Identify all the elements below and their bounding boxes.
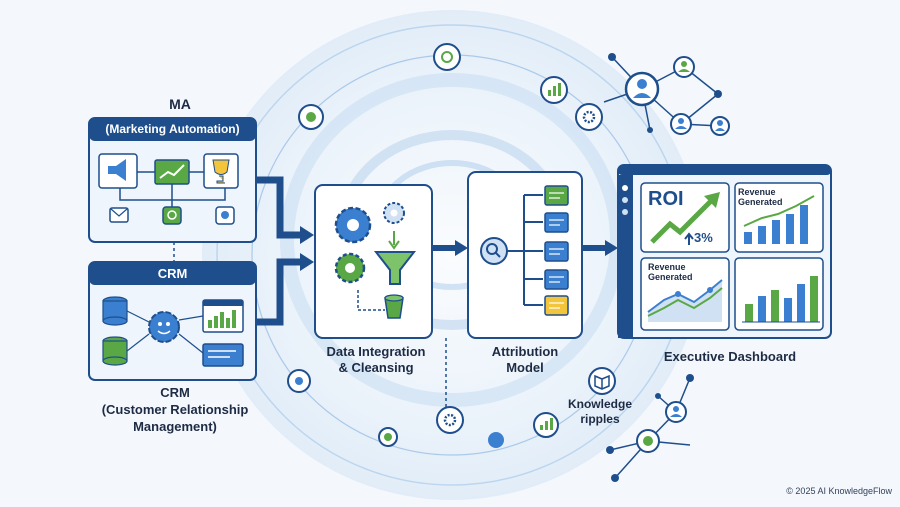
flow-arrows — [173, 176, 608, 410]
arrow-head-dashboard — [605, 240, 618, 256]
orbit-node-green-bottom — [378, 427, 398, 447]
network-node-bottom-main — [636, 429, 660, 453]
network-node-c — [710, 116, 730, 136]
orbit-node-gear-bottom — [436, 406, 464, 434]
integration-label-line1: Data Integration — [326, 344, 426, 359]
crm-caption-line3: Management) — [133, 419, 217, 434]
ma-title: MA — [169, 96, 191, 112]
network-dot-6 — [611, 474, 619, 482]
crm-caption-line1: CRM — [160, 385, 190, 400]
orbit-node-left-bottom — [287, 369, 311, 393]
revenue-label-top: Revenue Generated — [738, 187, 783, 208]
orbit-node-target — [433, 43, 461, 71]
knowledge-label-line1: Knowledge — [567, 397, 632, 411]
roi-label: ROI — [648, 188, 684, 210]
dashboard-title: Executive Dashboard — [663, 349, 797, 364]
network-dot-4 — [686, 374, 694, 382]
integration-panel — [314, 184, 433, 339]
ma-panel — [88, 117, 257, 243]
roi-value: 3% — [694, 230, 713, 245]
knowledge-label-line2: ripples — [580, 412, 620, 426]
ma-subtitle: (Marketing Automation) — [105, 122, 240, 136]
orbit-node-left-top — [298, 104, 324, 130]
network-dot-5 — [606, 446, 614, 454]
orbit-node-book — [588, 367, 616, 395]
network-node-b — [670, 113, 692, 135]
copyright-text: © 2025 AI KnowledgeFlow — [786, 486, 892, 496]
integration-label-line2: & Cleansing — [338, 360, 414, 375]
crm-caption-line2: (Customer Relationship — [101, 402, 249, 417]
network-node-bottom-user — [665, 401, 687, 423]
revenue-label-bottom: Revenue Generated — [648, 262, 693, 283]
network-node-a — [673, 56, 695, 78]
arrow-head-ma — [300, 226, 314, 244]
attribution-label-line1: Attribution — [491, 344, 559, 359]
crm-panel — [88, 261, 257, 381]
attribution-panel — [467, 171, 583, 339]
network-node-main — [624, 71, 660, 107]
arrow-head-crm — [300, 253, 314, 271]
arrow-head-attribution — [455, 240, 468, 256]
network-dot-3 — [647, 127, 653, 133]
network-dot-1 — [608, 53, 616, 61]
dashboard-panel — [617, 164, 832, 339]
network-dot-2 — [714, 90, 722, 98]
orbit-node-chart — [540, 76, 568, 104]
orbit-node-blue-bottom — [488, 432, 504, 448]
attribution-label-line2: Model — [506, 360, 544, 375]
orbit-node-bars-bottom — [533, 412, 559, 438]
network-dot-7 — [655, 393, 661, 399]
crm-box-title: CRM — [157, 266, 188, 281]
orbit-node-gear-top — [575, 103, 603, 131]
